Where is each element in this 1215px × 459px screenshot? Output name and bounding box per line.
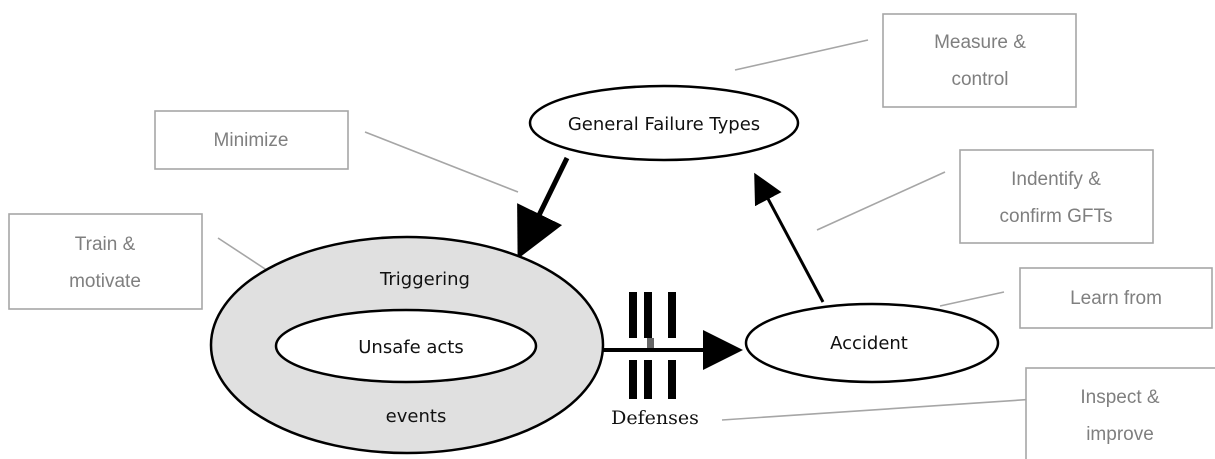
defenses-label: Defenses	[611, 407, 699, 429]
node-unsafe-acts: Unsafe acts	[274, 308, 538, 384]
barrier-top-bar-3	[668, 292, 676, 338]
arrow-gft-to-triggering	[517, 156, 570, 259]
barrier-bottom-bar-3	[668, 360, 676, 399]
callout-line-measure-control	[734, 39, 869, 71]
action-box-inspect-improve: Inspect & improve	[1025, 367, 1215, 459]
identify-confirm-line-2: confirm GFTs	[1000, 206, 1113, 227]
train-motivate-line-1: Train &	[75, 234, 136, 255]
action-box-train-motivate: Train & motivate	[8, 213, 203, 310]
barrier-top-bar-1	[629, 292, 637, 338]
minimize-label: Minimize	[214, 130, 289, 151]
barrier-gap-marker	[647, 338, 654, 348]
barrier-bottom-bar-1	[629, 360, 637, 399]
measure-control-line-1: Measure &	[934, 32, 1026, 53]
triggering-label-bottom: events	[386, 406, 447, 427]
measure-control-line-2: control	[951, 69, 1008, 90]
callout-line-identify-confirm	[816, 171, 946, 231]
arrow-accident-to-gft	[754, 172, 825, 303]
callout-lines	[217, 39, 1067, 421]
inspect-improve-line-1: Inspect &	[1080, 387, 1160, 408]
inspect-improve-line-2: improve	[1086, 424, 1154, 445]
train-motivate-line-2: motivate	[69, 271, 141, 292]
defenses-barrier	[629, 292, 676, 399]
accident-label: Accident	[830, 333, 908, 354]
action-box-measure-control: Measure & control	[882, 13, 1077, 108]
callout-line-learn-from	[939, 291, 1005, 307]
callout-line-minimize	[364, 131, 519, 193]
action-box-learn-from: Learn from	[1019, 267, 1213, 329]
action-box-minimize: Minimize	[154, 110, 349, 170]
general-failure-types-label: General Failure Types	[568, 114, 760, 135]
learn-from-label: Learn from	[1070, 288, 1162, 309]
identify-confirm-line-1: Indentify &	[1011, 169, 1101, 190]
barrier-top-bar-2	[644, 292, 652, 338]
callout-line-inspect-improve	[721, 396, 1067, 421]
action-box-identify-confirm: Indentify & confirm GFTs	[959, 149, 1154, 244]
unsafe-acts-label: Unsafe acts	[358, 337, 464, 358]
node-general-failure-types: General Failure Types	[528, 84, 800, 162]
flow-arrows	[517, 156, 825, 370]
triggering-label-top: Triggering	[379, 269, 470, 290]
node-accident: Accident	[744, 302, 1000, 384]
barrier-bottom-bar-2	[644, 360, 652, 399]
